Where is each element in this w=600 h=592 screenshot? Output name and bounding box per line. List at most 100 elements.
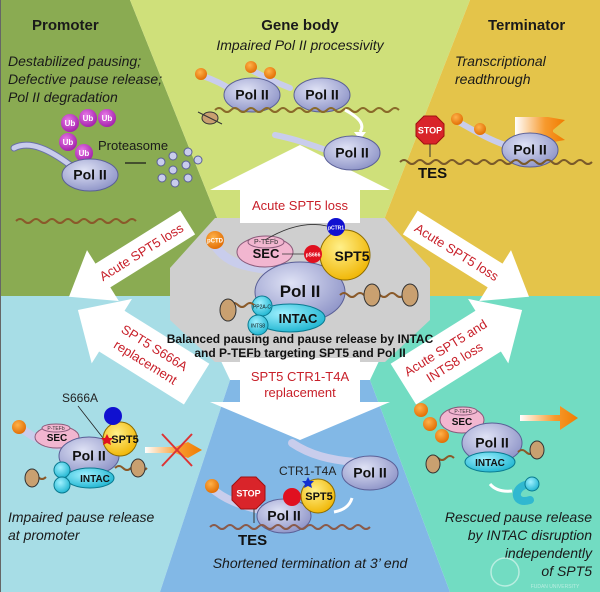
svg-text:INTAC: INTAC — [279, 311, 318, 326]
transition-arrow — [344, 108, 364, 133]
promoter-desc-2: Defective pause release; — [8, 71, 162, 87]
watermark-text: FUDAN UNIVERSITY — [531, 584, 580, 590]
center-complex: pCTD SEC P-TEFb Pol II SPT5 pCTR1 pS666 … — [167, 218, 434, 360]
svg-text:P-TEFb: P-TEFb — [254, 239, 278, 246]
svg-text:Pol II: Pol II — [513, 142, 546, 158]
s666a-desc-2: at promoter — [8, 527, 81, 543]
ctr1-panel: Pol II CTR1-T4A STOP Pol II SPT5 TES Sho… — [205, 439, 409, 571]
ctr1-t4a-label: CTR1-T4A — [279, 464, 336, 478]
ps666-icon — [304, 245, 322, 263]
terminator-title: Terminator — [488, 17, 565, 34]
arrow-down-label-2: replacement — [264, 385, 336, 400]
terminator-panel: Terminator Transcriptional readthrough S… — [399, 17, 593, 182]
promoter-desc-3: Pol II degradation — [8, 89, 118, 105]
s666a-desc-1: Impaired pause release — [8, 509, 155, 525]
proteasome-dots — [156, 147, 203, 188]
svg-text:Ub: Ub — [65, 119, 76, 128]
ctr1-desc: Shortened termination at 3’ end — [213, 555, 409, 571]
nucleosome-icon — [401, 283, 419, 307]
pol-ii-gene-body-1 — [223, 77, 281, 113]
release-arrow — [520, 406, 578, 430]
svg-text:Ub: Ub — [79, 149, 90, 158]
svg-text:Ub: Ub — [63, 138, 74, 147]
svg-text:Pol II: Pol II — [335, 145, 368, 161]
svg-text:Pol II: Pol II — [280, 282, 321, 301]
pol-ii-promoter — [61, 158, 119, 192]
svg-text:Pol II: Pol II — [235, 87, 268, 103]
nucleosome-icon — [425, 454, 441, 474]
nucleosome-icon — [529, 440, 545, 460]
svg-text:Pol II: Pol II — [353, 465, 386, 481]
spt5-ctr1 — [300, 478, 336, 514]
mutation-star-icon — [101, 434, 113, 445]
svg-text:pCTR1: pCTR1 — [328, 225, 344, 231]
stop-sign-icon: STOP — [415, 115, 445, 157]
promoter-panel: Promoter Destabilized pausing; Defective… — [8, 17, 203, 224]
ints8-icon — [247, 314, 269, 336]
s666a-label: S666A — [62, 391, 98, 405]
nucleosome-icon — [363, 283, 381, 307]
svg-text:Pol II: Pol II — [73, 167, 106, 183]
nucleosome-icon — [197, 111, 223, 125]
ints8-desc-3: independently — [505, 545, 593, 561]
tes-label: TES — [418, 165, 447, 182]
release-arrow — [333, 497, 354, 514]
svg-text:STOP: STOP — [236, 488, 260, 498]
svg-text:INTS8: INTS8 — [251, 323, 265, 329]
s666a-panel: S666A SEC P-TEFb Pol II SPT5 INTAC Impai… — [8, 391, 202, 543]
terminator-desc-2: readthrough — [455, 71, 531, 87]
svg-text:SEC: SEC — [452, 417, 473, 428]
arrow-up[interactable]: Acute SPT5 loss — [210, 145, 390, 223]
svg-text:Pol II: Pol II — [305, 87, 338, 103]
svg-text:INTAC: INTAC — [475, 458, 505, 469]
svg-text:Ub: Ub — [83, 114, 94, 123]
pp2a-released — [512, 481, 534, 505]
arrow-down[interactable]: SPT5 CTR1-T4A replacement — [210, 358, 390, 440]
dna-strand — [399, 159, 593, 165]
stop-sign-icon: STOP — [231, 476, 266, 523]
nucleosome-icon — [24, 468, 40, 488]
center-caption-2: and P-TEFb targeting SPT5 and Pol II — [194, 346, 405, 360]
nucleosome-icon — [130, 458, 146, 478]
proteasome-label: Proteasome — [98, 138, 168, 153]
promoter-title: Promoter — [32, 17, 99, 34]
center-caption-1: Balanced pausing and pause release by IN… — [167, 332, 434, 346]
svg-text:P-TEFb: P-TEFb — [47, 426, 64, 432]
gene-body-title: Gene body — [261, 17, 339, 34]
ints8-desc-1: Rescued pause release — [445, 509, 592, 525]
svg-text:INTAC: INTAC — [80, 474, 110, 485]
svg-text:P-TEFb: P-TEFb — [454, 409, 471, 415]
ints8-desc-2: by INTAC disruption — [468, 527, 592, 543]
svg-text:SPT5: SPT5 — [111, 434, 139, 446]
ints8-panel: SEC P-TEFb Pol II INTAC Rescued pause re… — [414, 403, 593, 579]
ints8-desc-4: of SPT5 — [541, 563, 592, 579]
svg-text:pCTD: pCTD — [207, 239, 224, 245]
pctd-icon — [206, 231, 224, 249]
university-seal-icon — [490, 557, 520, 587]
pol-ii-ctr1-released — [341, 455, 399, 491]
pol-ii-terminator — [501, 132, 559, 168]
svg-text:SEC: SEC — [253, 246, 280, 261]
svg-text:SEC: SEC — [47, 433, 68, 444]
blocked-release-arrow — [145, 442, 202, 458]
svg-text:STOP: STOP — [418, 125, 442, 135]
svg-text:Ub: Ub — [102, 114, 113, 123]
dna-strand — [15, 218, 137, 224]
terminator-desc-1: Transcriptional — [455, 53, 547, 69]
svg-text:Pol II: Pol II — [267, 508, 300, 524]
ubiquitin-chain: Ub Ub Ub Ub Ub — [59, 109, 116, 162]
watermark: FUDAN UNIVERSITY — [490, 557, 580, 590]
svg-text:pS666: pS666 — [306, 252, 321, 258]
tes-label: TES — [238, 532, 267, 549]
svg-text:Pol II: Pol II — [475, 435, 508, 451]
arrow-up-label: Acute SPT5 loss — [252, 198, 349, 213]
promoter-desc-1: Destabilized pausing; — [8, 53, 141, 69]
nucleosome-icon — [219, 298, 237, 322]
arrow-down-label-1: SPT5 CTR1-T4A — [251, 369, 350, 384]
gene-body-panel: Gene body Impaired Pol II processivity P… — [195, 17, 400, 171]
svg-text:SPT5: SPT5 — [305, 491, 333, 503]
dna-strand — [209, 524, 371, 530]
gene-body-desc: Impaired Pol II processivity — [216, 37, 384, 53]
mutation-star-icon — [302, 477, 314, 488]
